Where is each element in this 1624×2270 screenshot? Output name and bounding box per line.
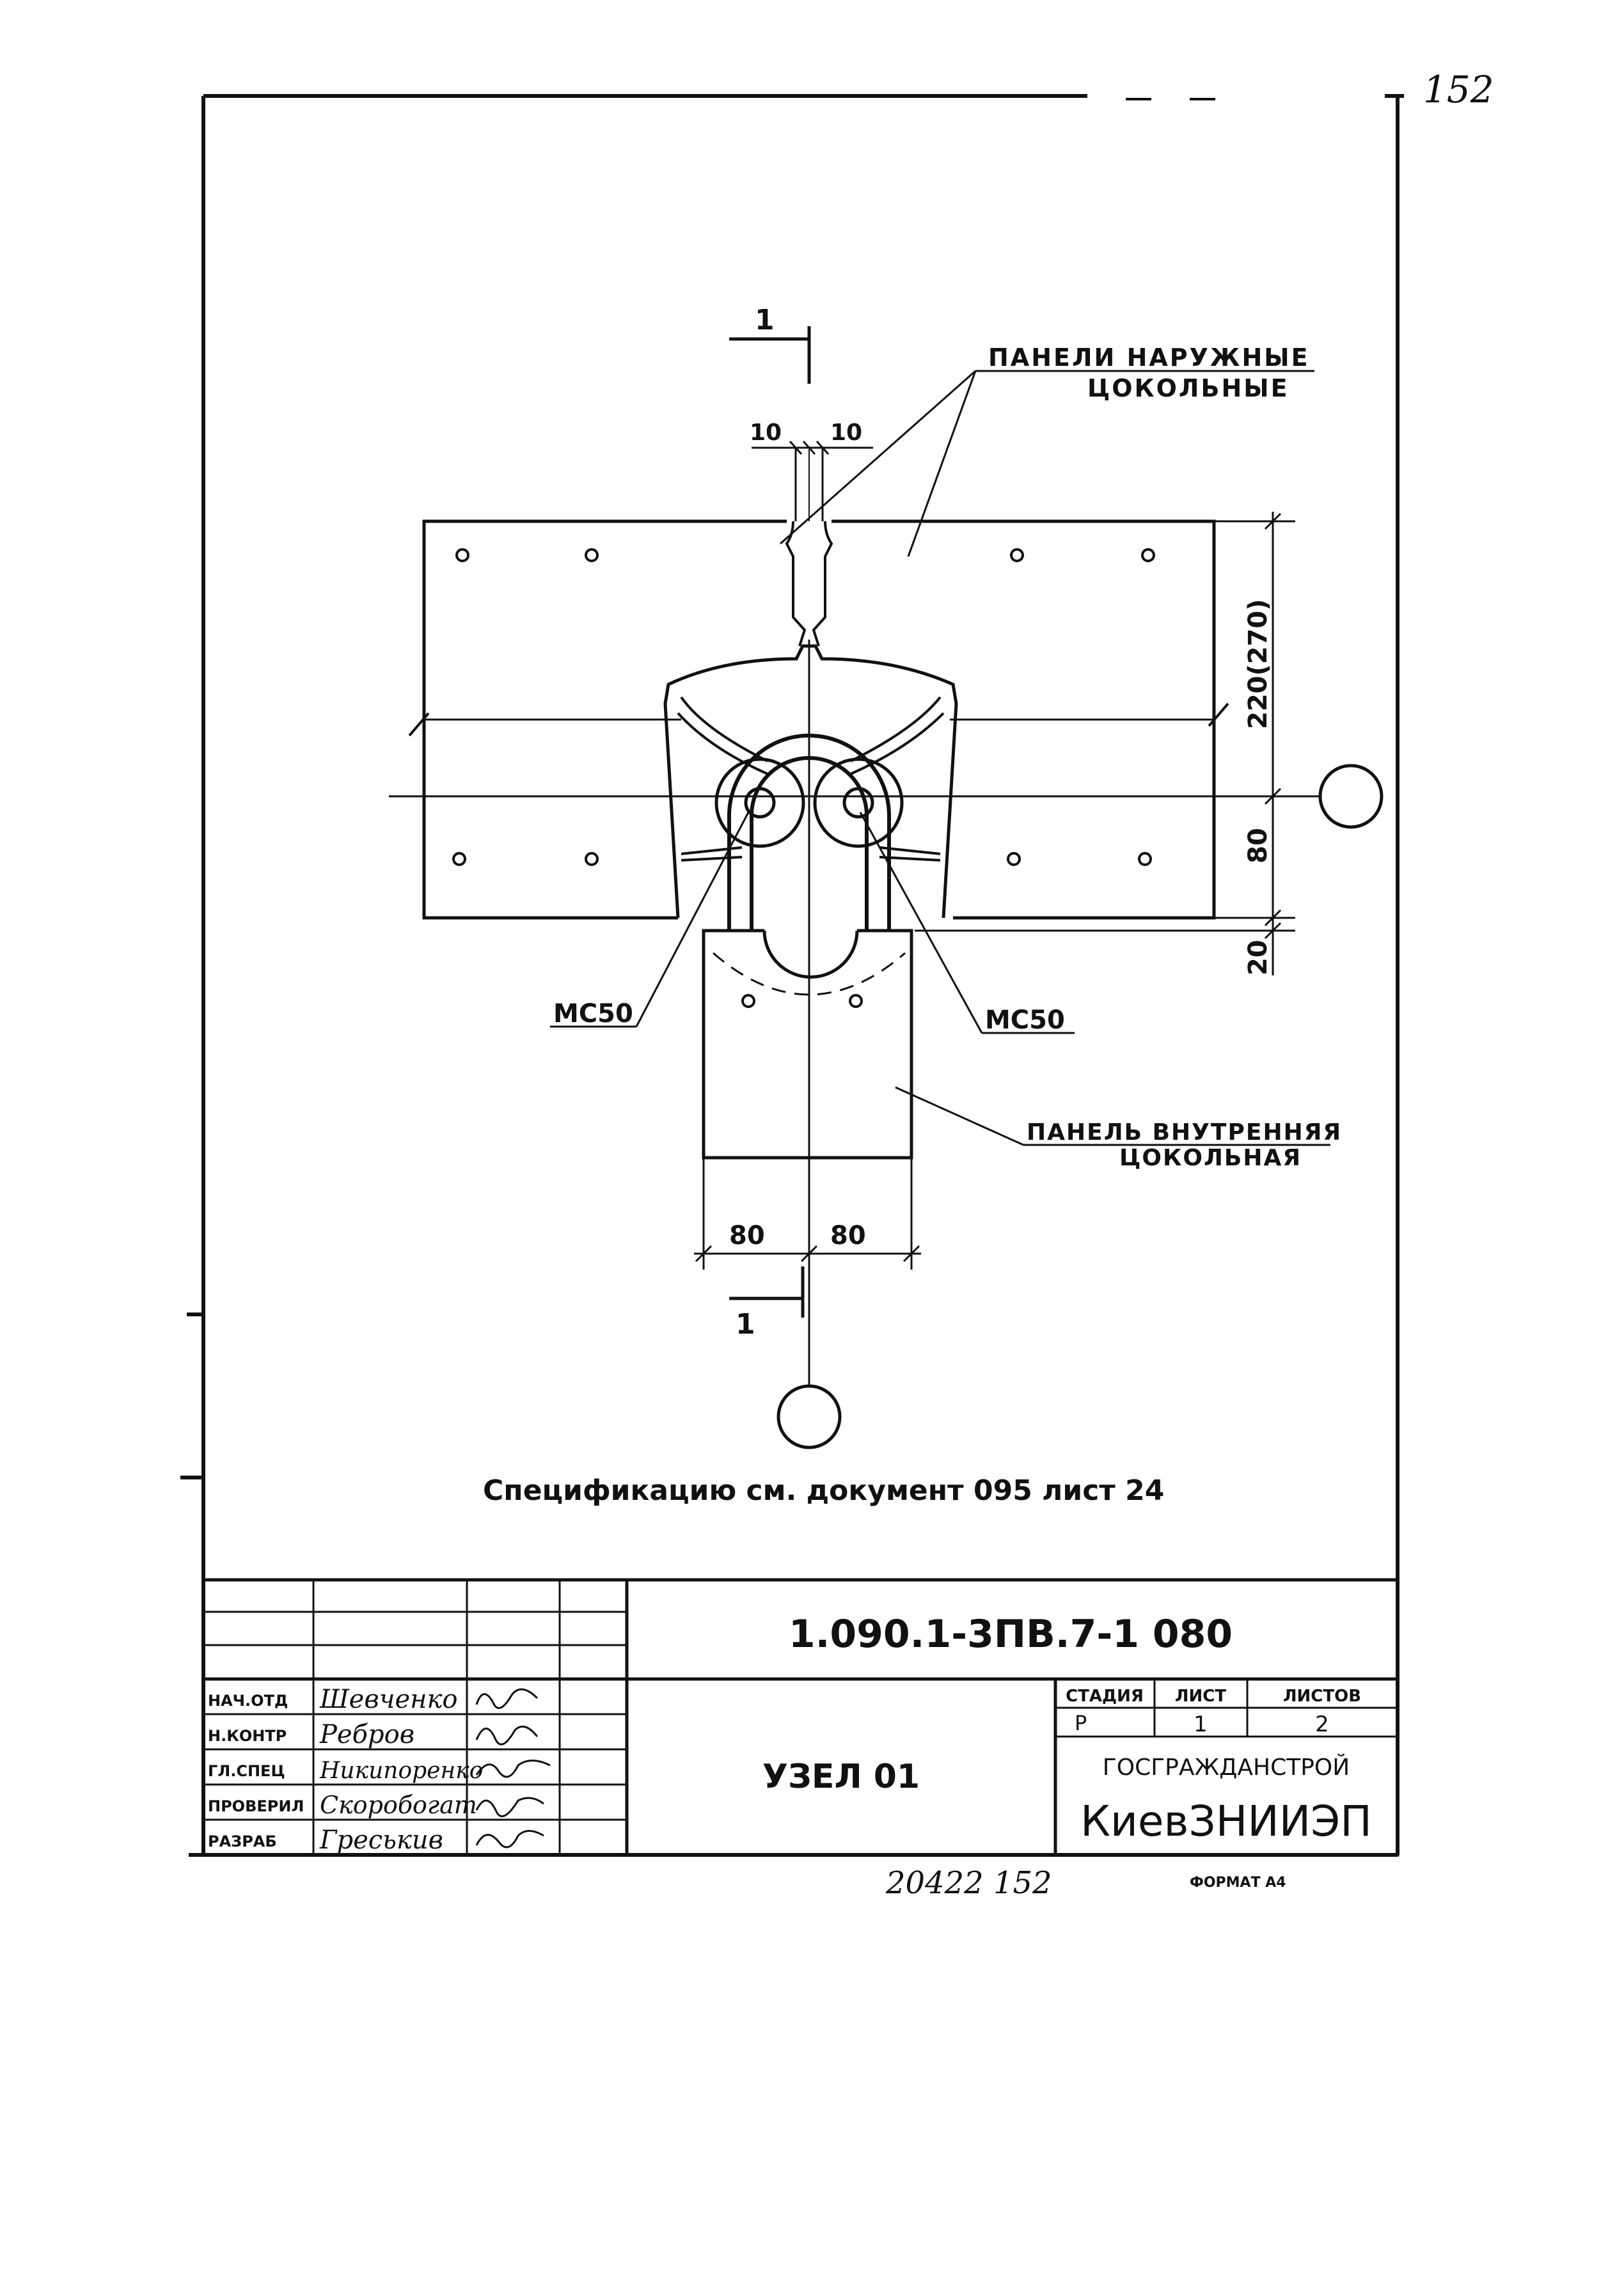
signature-rows: НАЧ.ОТД Шевченко Н.КОНТР Ребров ГЛ.СПЕЦ … (208, 1685, 483, 1855)
signature-marks (475, 1688, 551, 1848)
sheet-value: 1 (1194, 1712, 1208, 1737)
format-label: ФОРМАТ А4 (1190, 1875, 1286, 1891)
dim-top-left: 10 (750, 420, 782, 446)
dim-right-height: 220(270) (1243, 599, 1273, 729)
section-mark-top: 1 (755, 304, 775, 336)
sheet-header: ЛИСТ (1175, 1687, 1226, 1706)
sheets-header: ЛИСТОВ (1283, 1687, 1361, 1706)
title-block (201, 1578, 1399, 1857)
dimension-lines (694, 440, 1295, 1270)
connection-cap (663, 644, 958, 918)
role-label: Н.КОНТР (208, 1727, 287, 1745)
role-name: Ребров (319, 1720, 414, 1749)
role-name: Шевченко (319, 1685, 457, 1714)
sheets-value: 2 (1315, 1712, 1329, 1737)
label-outer-panels-line2: ЦОКОЛЬНЫЕ (1087, 374, 1289, 402)
org-line1: ГОСГРАЖДАНСТРОЙ (1103, 1754, 1350, 1781)
role-name: Греськив (319, 1825, 443, 1855)
dim-bottom-left: 80 (729, 1221, 765, 1250)
label-mc50-left: МС50 (553, 999, 633, 1029)
dim-right-80: 80 (1243, 828, 1273, 863)
inventory-number: 20422 152 (885, 1865, 1052, 1901)
dim-bottom-right: 80 (830, 1221, 866, 1250)
role-label: РАЗРАБ (208, 1833, 277, 1850)
axis-marker-bottom (777, 1384, 842, 1449)
outer-plinth-panels (408, 519, 1229, 920)
vertical-joint (785, 448, 833, 647)
corner-page-number: 152 (1423, 68, 1494, 111)
org-line2: КиевЗНИИЭП (1080, 1797, 1372, 1846)
role-name: Никипоренко (319, 1758, 483, 1784)
stage-value: Р (1075, 1711, 1087, 1735)
role-label: ГЛ.СПЕЦ (208, 1762, 285, 1780)
inner-plinth-panel (702, 929, 913, 1160)
label-outer-panels-line1: ПАНЕЛИ НАРУЖНЫЕ (988, 343, 1310, 372)
role-name: Скоробогат (320, 1791, 477, 1819)
specification-note: Спецификацию см. документ 095 лист 24 (483, 1474, 1164, 1507)
role-label: НАЧ.ОТД (208, 1692, 288, 1710)
label-mc50-right: МС50 (985, 1005, 1065, 1035)
role-label: ПРОВЕРИЛ (208, 1797, 304, 1815)
section-mark-bottom: 1 (736, 1308, 755, 1341)
document-code: 1.090.1-3ПВ.7-1 080 (789, 1612, 1233, 1657)
label-inner-panel-line1: ПАНЕЛЬ ВНУТРЕННЯЯ (1027, 1119, 1342, 1146)
label-inner-panel-line2: ЦОКОЛЬНАЯ (1119, 1145, 1302, 1171)
leader-lines (550, 370, 1330, 1146)
dim-top-right: 10 (830, 420, 862, 446)
stage-header: СТАДИЯ (1066, 1687, 1144, 1706)
node-title: УЗЕЛ 01 (762, 1758, 920, 1796)
section-marks (729, 326, 811, 1318)
dim-right-20: 20 (1243, 940, 1273, 975)
bolt-holes (452, 548, 1155, 1008)
axis-marker-right (1318, 764, 1384, 829)
